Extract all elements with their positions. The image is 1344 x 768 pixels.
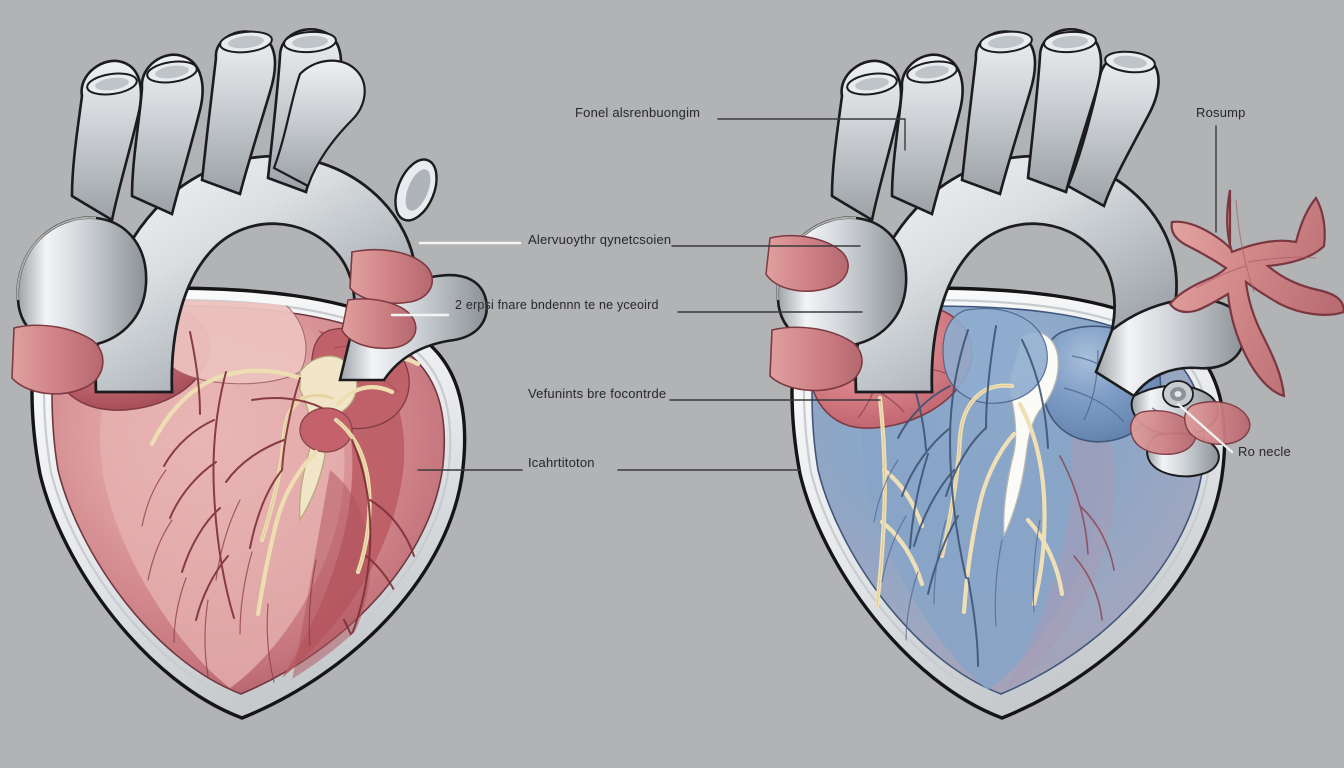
- leader-line-1: [717, 118, 906, 151]
- label-fonel-alsrenbuongim: Fonel alsrenbuongim: [575, 105, 701, 120]
- label-icahrtitoton: Icahrtitoton: [528, 455, 595, 470]
- label-ro-necle: Ro necle: [1238, 444, 1291, 459]
- left-heart-illustration: [11, 27, 489, 720]
- label-alervuoythr-qynetcsoien: Alervuoythr qynetcsoien: [528, 232, 672, 247]
- pulmonary-vessel-tree: [1168, 189, 1344, 398]
- left-aortic-arch: [11, 27, 489, 395]
- right-aortic-arch: [765, 27, 1344, 478]
- label-leader-lines: [390, 118, 1234, 471]
- label-rosump: Rosump: [1196, 105, 1246, 120]
- leader-line-7: [1176, 402, 1234, 454]
- label-2-erpsi-fnare: 2 erpsi fnare bndennn te ne yceoird: [455, 298, 659, 312]
- label-vefunints-bre-focontrde: Vefunints bre focontrde: [528, 386, 667, 401]
